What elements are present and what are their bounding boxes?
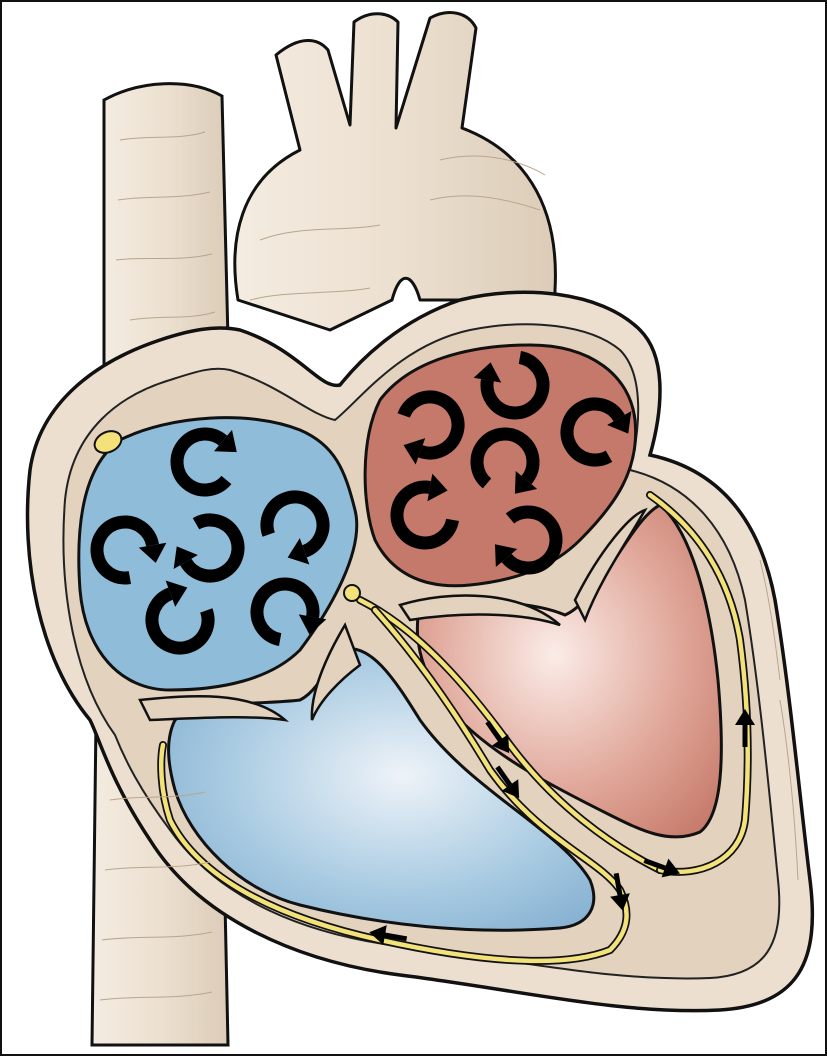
av-node-icon xyxy=(344,585,360,601)
